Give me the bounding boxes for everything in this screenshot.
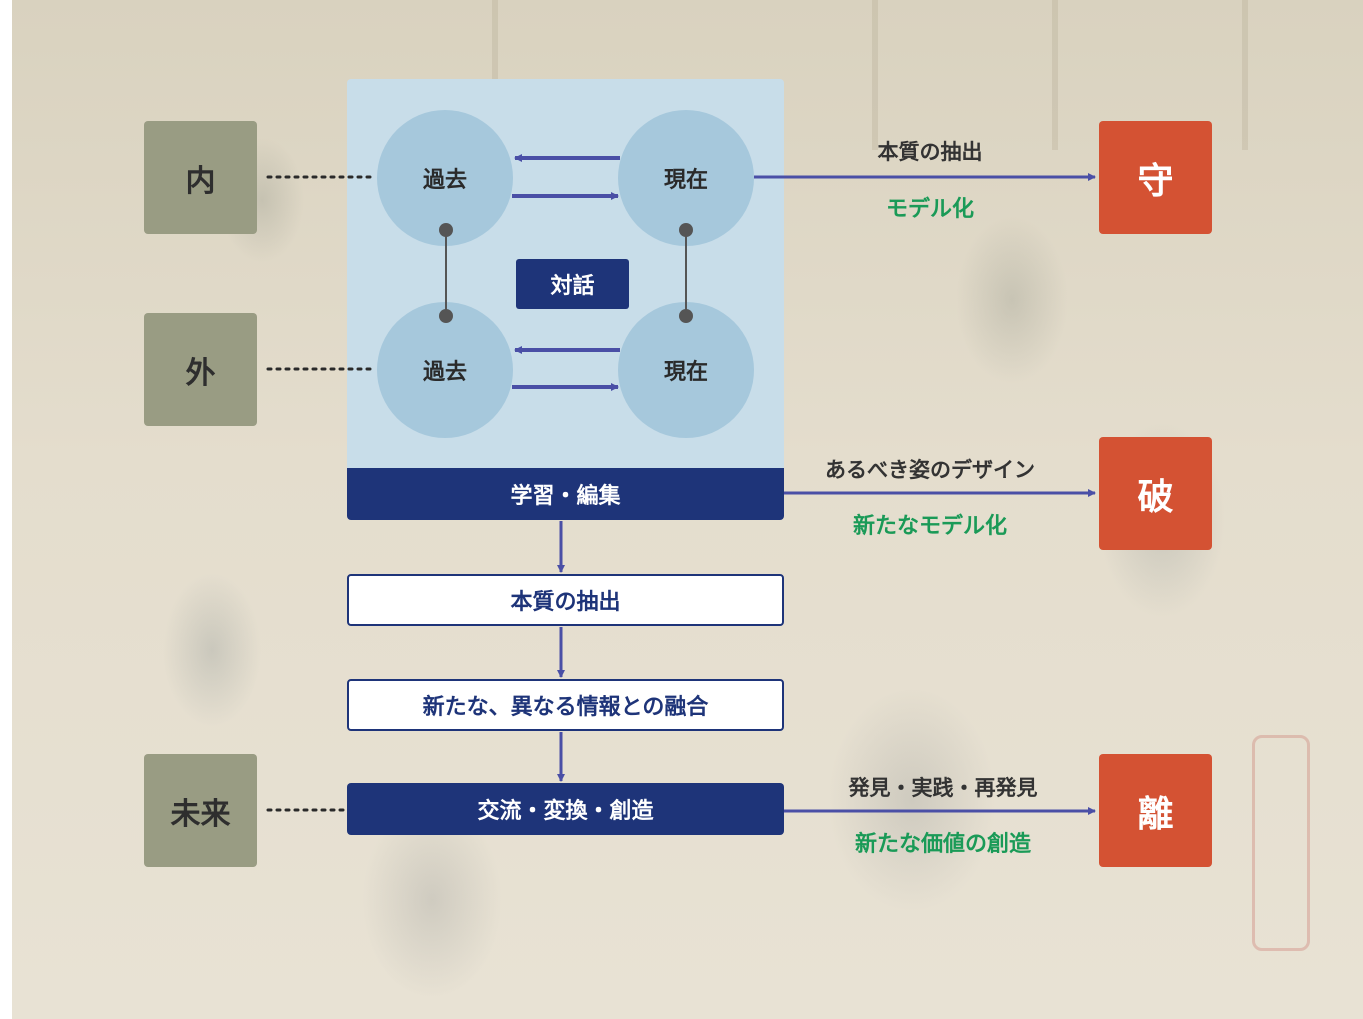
future-label: 未来: [170, 796, 231, 832]
past-connector-dot-bottom: [439, 309, 453, 323]
ha-top-label: あるべき姿のデザイン: [825, 458, 1035, 482]
past-connector-dot-top: [439, 223, 453, 237]
red-seal-stamp: [1252, 735, 1310, 951]
dialogue-label: 対話: [550, 274, 595, 299]
ha-label: 破: [1137, 476, 1174, 518]
extract-essence-box: 本質の抽出: [347, 574, 784, 626]
present-connector-dot-top: [679, 223, 693, 237]
present-bottom-label: 現在: [663, 360, 708, 385]
outer-label: 外: [185, 355, 216, 391]
future-box: 未来: [144, 754, 257, 867]
fusion-label: 新たな、異なる情報との融合: [422, 695, 709, 720]
exchange-box: 交流・変換・創造: [347, 783, 784, 835]
past-top-label: 過去: [422, 168, 467, 193]
shu-bottom-label: モデル化: [885, 197, 975, 222]
ri-label: 離: [1137, 793, 1174, 835]
outer-box: 外: [144, 313, 257, 426]
shu-box: 守: [1099, 121, 1212, 234]
ri-box: 離: [1099, 754, 1212, 867]
circle-present-bottom: 現在: [618, 302, 754, 438]
ri-top-label: 発見・実践・再発見: [848, 776, 1038, 800]
inner-box: 内: [144, 121, 257, 234]
present-top-label: 現在: [663, 168, 708, 193]
dialogue-badge: 対話: [516, 259, 629, 309]
present-connector-dot-bottom: [679, 309, 693, 323]
circle-past-bottom: 過去: [377, 302, 513, 438]
shu-label: 守: [1137, 160, 1174, 202]
shu-top-label: 本質の抽出: [877, 140, 983, 164]
past-bottom-label: 過去: [422, 360, 467, 385]
ri-bottom-label: 新たな価値の創造: [854, 832, 1032, 857]
fusion-box: 新たな、異なる情報との融合: [347, 679, 784, 731]
exchange-label: 交流・変換・創造: [477, 799, 654, 824]
ha-box: 破: [1099, 437, 1212, 550]
learning-editing-bar: 学習・編集: [347, 468, 784, 520]
extract-essence-label: 本質の抽出: [510, 590, 621, 615]
learning-editing-label: 学習・編集: [510, 484, 621, 509]
inner-label: 内: [185, 163, 216, 199]
ha-bottom-label: 新たなモデル化: [852, 514, 1008, 539]
